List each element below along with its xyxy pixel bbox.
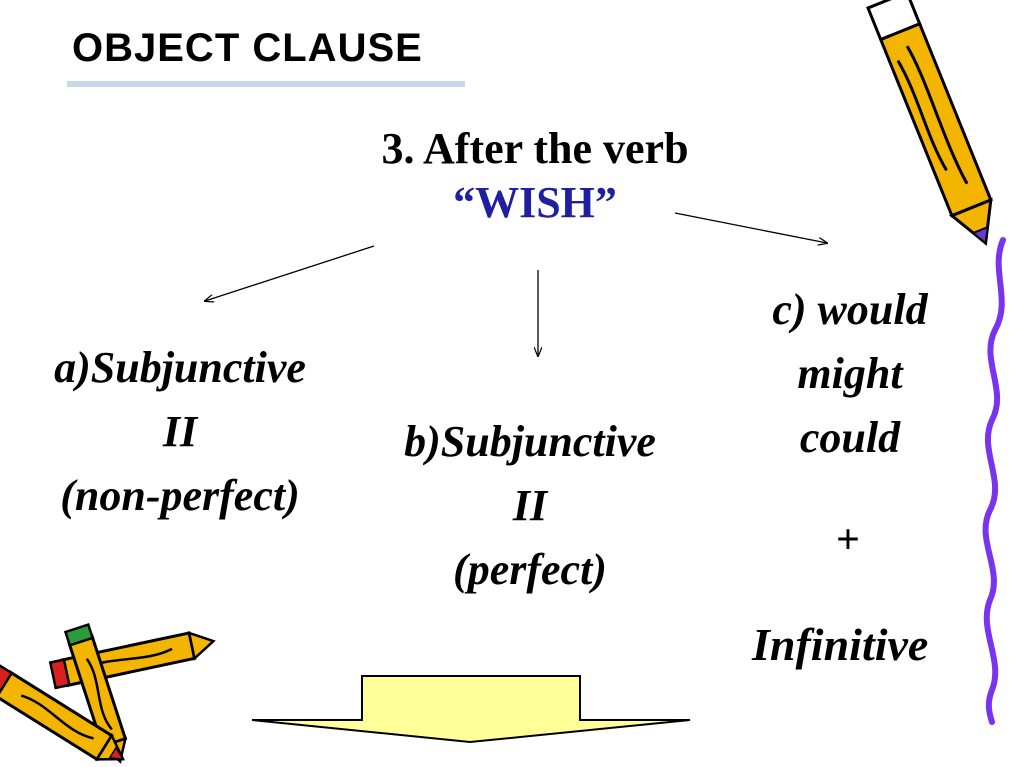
pencils-icon-bottom-left xyxy=(0,623,216,764)
plus-sign: + xyxy=(836,517,860,563)
infinitive-label: Infinitive xyxy=(752,619,929,670)
slide-title: OBJECT CLAUSE xyxy=(72,26,423,70)
heading-line1: 3. After the verb xyxy=(381,124,689,173)
option-a-line1: a)Subjunctive xyxy=(54,343,306,392)
option-b-line3: (perfect) xyxy=(453,545,607,594)
option-a-line3: (non-perfect) xyxy=(60,471,300,520)
option-c-line1: c) would xyxy=(772,285,928,334)
title-underline xyxy=(67,81,465,87)
pencil-icon-top-right xyxy=(866,0,993,246)
option-a-line2: II xyxy=(162,407,198,456)
option-b-line1: b)Subjunctive xyxy=(404,417,656,466)
option-c: c) would might could xyxy=(730,278,970,470)
heading-wish: “WISH” xyxy=(453,178,617,227)
arrow-to-option-a xyxy=(205,245,375,301)
down-block-arrow-icon xyxy=(251,675,691,744)
option-b-line2: II xyxy=(512,481,548,530)
option-a: a)Subjunctive II (non-perfect) xyxy=(20,336,340,528)
wavy-border-icon xyxy=(982,237,1006,725)
option-c-line2: might xyxy=(797,349,903,398)
option-b: b)Subjunctive II (perfect) xyxy=(370,410,690,602)
option-c-line3: could xyxy=(799,413,901,462)
heading: 3. After the verb “WISH” xyxy=(300,122,770,230)
arrow-to-option-c xyxy=(674,212,827,243)
